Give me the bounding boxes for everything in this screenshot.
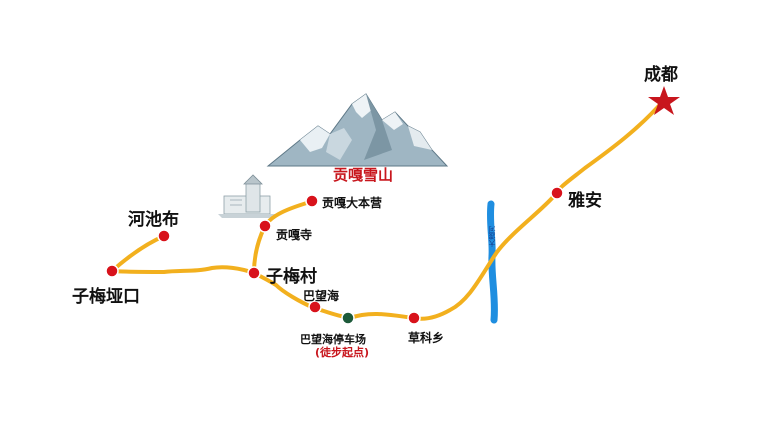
hechibu-marker <box>157 229 171 243</box>
yaan-label: 雅安 <box>568 191 602 211</box>
hechibu-label: 河池布 <box>128 210 179 230</box>
caoke-marker <box>407 311 421 325</box>
gongga-mountain-illustration <box>266 93 449 167</box>
zimei-village-label: 子梅村 <box>266 267 317 287</box>
temple-illustration <box>218 174 276 218</box>
chengdu-label: 成都 <box>644 65 678 85</box>
hiking-start-label: (徒步起点) <box>315 346 370 359</box>
bawanghai-label: 巴望海 <box>303 289 340 303</box>
zimei-village-marker <box>247 266 261 280</box>
gongga-temple-label: 贡嘎寺 <box>276 228 313 242</box>
caoke-label: 草科乡 <box>408 331 445 345</box>
zimei-pass-label: 子梅垭口 <box>72 287 140 307</box>
gongga-temple-marker <box>258 219 272 233</box>
gongga-camp-marker <box>305 194 319 208</box>
dadu-river-label: 大渡河 <box>488 226 496 247</box>
chengdu-star-marker <box>648 86 680 115</box>
zimei-pass-marker <box>105 264 119 278</box>
yaan-marker <box>550 186 564 200</box>
bawanghai-marker <box>308 300 322 314</box>
mountain-name-label: 贡嘎雪山 <box>333 166 394 184</box>
gongga-camp-label: 贡嘎大本营 <box>322 196 383 210</box>
bawanghai-parking-marker <box>341 311 355 325</box>
bawanghai-parking-label: 巴望海停车场 <box>300 333 366 346</box>
